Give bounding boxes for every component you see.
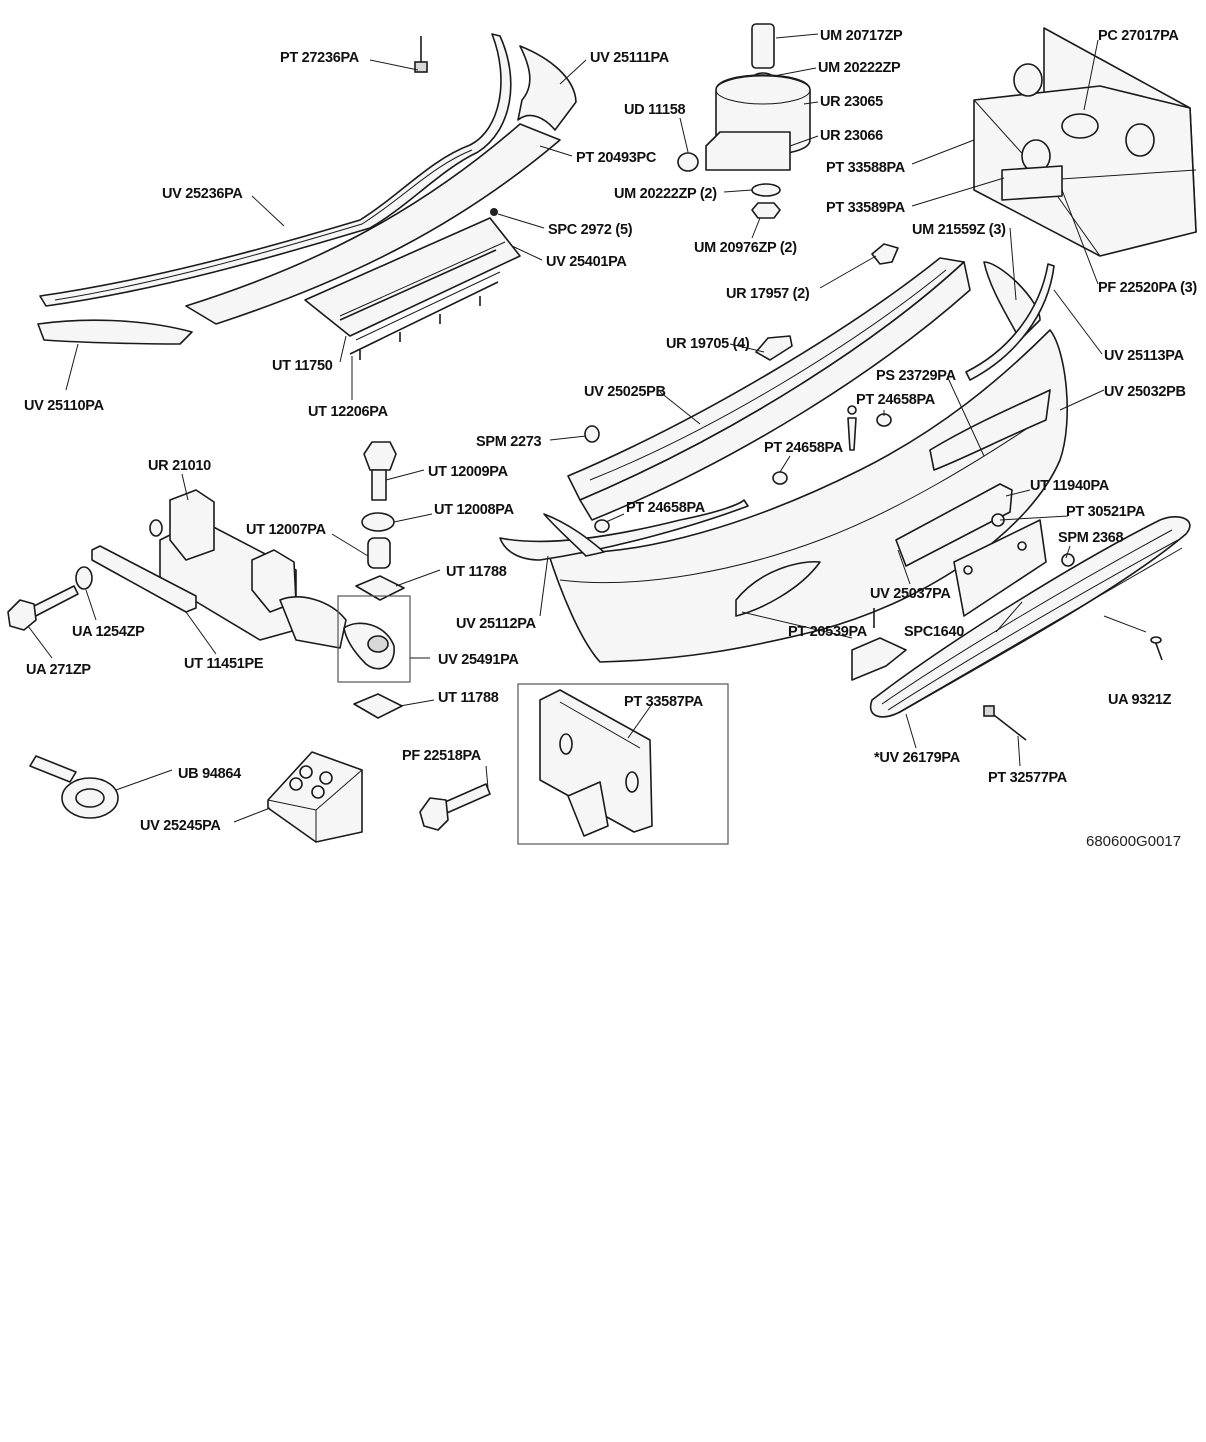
callout-label: UM 21559Z (3): [912, 222, 1006, 238]
callout-label: UV 25401PA: [546, 254, 627, 270]
callout-label: UT 12206PA: [308, 404, 389, 420]
callout-label: UM 20717ZP: [820, 28, 903, 44]
leader-lines: [27, 33, 1147, 823]
screw-part: [1150, 636, 1163, 661]
callout-label: UM 20222ZP (2): [614, 186, 717, 202]
callout-label: UV 25236PA: [162, 186, 243, 202]
callout-label: UD 11158: [624, 102, 686, 118]
callout-label: PT 20539PA: [788, 624, 868, 640]
callout-label: SPM 2273: [476, 434, 542, 450]
upper-side-trim-part: [965, 263, 1055, 381]
mesh-plate-part: [304, 208, 521, 341]
mount-block-part: [677, 23, 811, 219]
callout-label: PT 24658PA: [626, 500, 706, 516]
callout-label: UV 25037PA: [870, 586, 951, 602]
callout-label: PF 22518PA: [402, 748, 482, 764]
callout-label: PT 33589PA: [826, 200, 906, 216]
callout-label: UR 21010: [148, 458, 211, 474]
callout-label: UT 11451PE: [184, 656, 264, 672]
plate-holder-part: [895, 483, 1075, 617]
lower-grille-part: [869, 516, 1191, 718]
callout-label: *UV 26179PA: [874, 750, 961, 766]
callout-label: UM 20976ZP (2): [694, 240, 797, 256]
spoiler-lip-part: [39, 33, 512, 307]
callout-label: PC 27017PA: [1098, 28, 1179, 44]
callout-label: UR 23065: [820, 94, 883, 110]
callout-label: PT 33588PA: [826, 160, 906, 176]
callout-label: UT 12008PA: [434, 502, 515, 518]
callout-label: UR 19705 (4): [666, 336, 750, 352]
callout-label: PF 22520PA (3): [1098, 280, 1197, 296]
callout-label: UB 94864: [178, 766, 241, 782]
corner-trim-part: [543, 513, 605, 557]
reinforcement-beam-part: [567, 257, 971, 521]
callout-label: UR 17957 (2): [726, 286, 810, 302]
vertical-pin-part: [414, 36, 428, 73]
callout-label: PT 30521PA: [1066, 504, 1146, 520]
u-clip-part: [755, 335, 793, 361]
callout-label: SPM 2368: [1058, 530, 1124, 546]
callout-label: UV 25110PA: [24, 398, 105, 414]
callout-label: UT 11788: [446, 564, 507, 580]
spacer-stack-part: [353, 441, 405, 719]
callout-label: UT 12009PA: [428, 464, 509, 480]
bumper-cover-part: [547, 261, 1068, 663]
callout-label: PT 20493PC: [576, 150, 657, 166]
callout-label: UT 11788: [438, 690, 499, 706]
callout-label: UV 25113PA: [1104, 348, 1185, 364]
box-bracket-part: [973, 27, 1197, 257]
callout-label: UV 25111PA: [590, 50, 670, 66]
fastener-parts: [584, 405, 892, 628]
small-bracket-part: [851, 637, 907, 681]
callout-label: PT 24658PA: [856, 392, 936, 408]
bolt-part: [7, 566, 93, 631]
callout-label: PT 24658PA: [764, 440, 844, 456]
callout-label: UV 25025PB: [584, 384, 666, 400]
callout-label: UA 9321Z: [1108, 692, 1172, 708]
hinge-plate-part: [517, 683, 729, 845]
side-trim-part: [499, 499, 749, 561]
tow-block-part: [267, 751, 363, 843]
diagram-reference-code: 680600G0017: [1086, 833, 1181, 850]
callout-label: PT 33587PA: [624, 694, 704, 710]
lip-front-part: [517, 45, 577, 131]
ball-joint-part: [337, 595, 411, 683]
callout-label: UT 11940PA: [1030, 478, 1110, 494]
long-screw-part: [983, 705, 1027, 741]
callout-label: UV 25491PA: [438, 652, 519, 668]
callout-label: UV 25032PB: [1104, 384, 1186, 400]
callout-label: UA 1254ZP: [72, 624, 145, 640]
callout-label: SPC1640: [904, 624, 964, 640]
clip-part: [871, 243, 899, 265]
callout-label: UR 23066: [820, 128, 883, 144]
mount-plate-part: [91, 545, 197, 613]
callout-label: UT 12007PA: [246, 522, 327, 538]
lip-panel-part: [185, 123, 561, 325]
lip-end-cap-part: [37, 319, 193, 345]
callout-label: PT 32577PA: [988, 770, 1068, 786]
hex-bolt-part: [419, 783, 491, 831]
bracket-strip-part: [339, 249, 499, 360]
callout-label: PT 27236PA: [280, 50, 360, 66]
callout-labels: PT 27236PA UV 25111PA PT 20493PC UV 2523…: [24, 28, 1198, 834]
callout-label: UV 25245PA: [140, 818, 221, 834]
callout-label: PS 23729PA: [876, 368, 957, 384]
callout-label: UA 271ZP: [26, 662, 91, 678]
callout-label: UV 25112PA: [456, 616, 537, 632]
tow-eye-part: [29, 755, 119, 819]
callout-label: UT 11750: [272, 358, 333, 374]
hinge-bracket-part: [149, 489, 347, 649]
callout-label: SPC 2972 (5): [548, 222, 633, 238]
callout-label: UM 20222ZP: [818, 60, 901, 76]
